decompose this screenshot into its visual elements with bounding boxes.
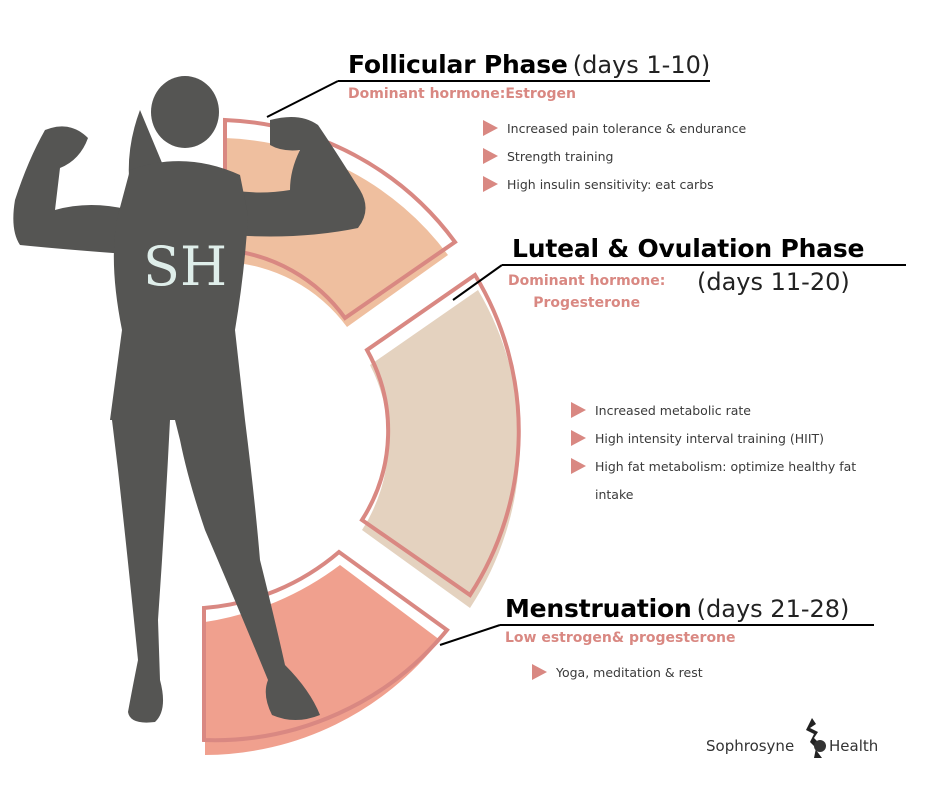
triangle-bullet-icon [532, 664, 547, 680]
bullet-item: High insulin sensitivity: eat carbs [483, 170, 746, 198]
triangle-bullet-icon [571, 458, 586, 474]
follicular-heading: Follicular Phase (days 1-10) [348, 50, 710, 79]
follicular-arc-fill [225, 138, 448, 327]
bullet-item: Yoga, meditation & rest [532, 658, 703, 686]
menstruation-hormone: Low estrogen& progesterone [505, 630, 736, 646]
bullet-item: High fat metabolism: optimize healthy fa… [571, 452, 856, 480]
luteal-arc-fill [362, 290, 520, 608]
triangle-bullet-icon [483, 120, 498, 136]
luteal-title: Luteal & Ovulation Phase [512, 234, 865, 263]
luteal-bullets: Increased metabolic rate High intensity … [571, 396, 856, 508]
bullet-continuation: intake [595, 486, 634, 502]
brand-left: Sophrosyne [706, 737, 795, 755]
menstruation-bullets: Yoga, meditation & rest [532, 658, 703, 686]
bullet-item: Strength training [483, 142, 746, 170]
triangle-bullet-icon [571, 402, 586, 418]
monogram-text: SH [143, 235, 227, 298]
follicular-title: Follicular Phase [348, 50, 568, 79]
triangle-bullet-icon [571, 430, 586, 446]
follicular-bullets: Increased pain tolerance & endurance Str… [483, 114, 746, 198]
luteal-days: (days 11-20) [697, 268, 850, 296]
follicular-hormone: Dominant hormone:Estrogen [348, 86, 576, 102]
bullet-item: High intensity interval training (HIIT) [571, 424, 856, 452]
menstruation-days: (days 21-28) [696, 595, 850, 623]
follicular-days: (days 1-10) [572, 51, 711, 79]
bullet-item: Increased pain tolerance & endurance [483, 114, 746, 142]
menstruation-heading: Menstruation (days 21-28) [505, 594, 849, 623]
triangle-bullet-icon [483, 148, 498, 164]
luteal-arc-outline [359, 272, 521, 598]
brand-right: Health [829, 737, 879, 755]
menstruation-title: Menstruation [505, 594, 692, 623]
woman-silhouette [13, 76, 366, 723]
menstruation-leader-line [439, 624, 501, 646]
luteal-hormone: Dominant hormone: Progesterone [508, 273, 666, 311]
monogram-logo: SH [143, 235, 227, 298]
follicular-leader-line [266, 80, 339, 118]
triangle-bullet-icon [483, 176, 498, 192]
bullet-item: Increased metabolic rate [571, 396, 856, 424]
luteal-leader-line [452, 264, 503, 301]
tree-head-logo-icon [806, 718, 826, 758]
